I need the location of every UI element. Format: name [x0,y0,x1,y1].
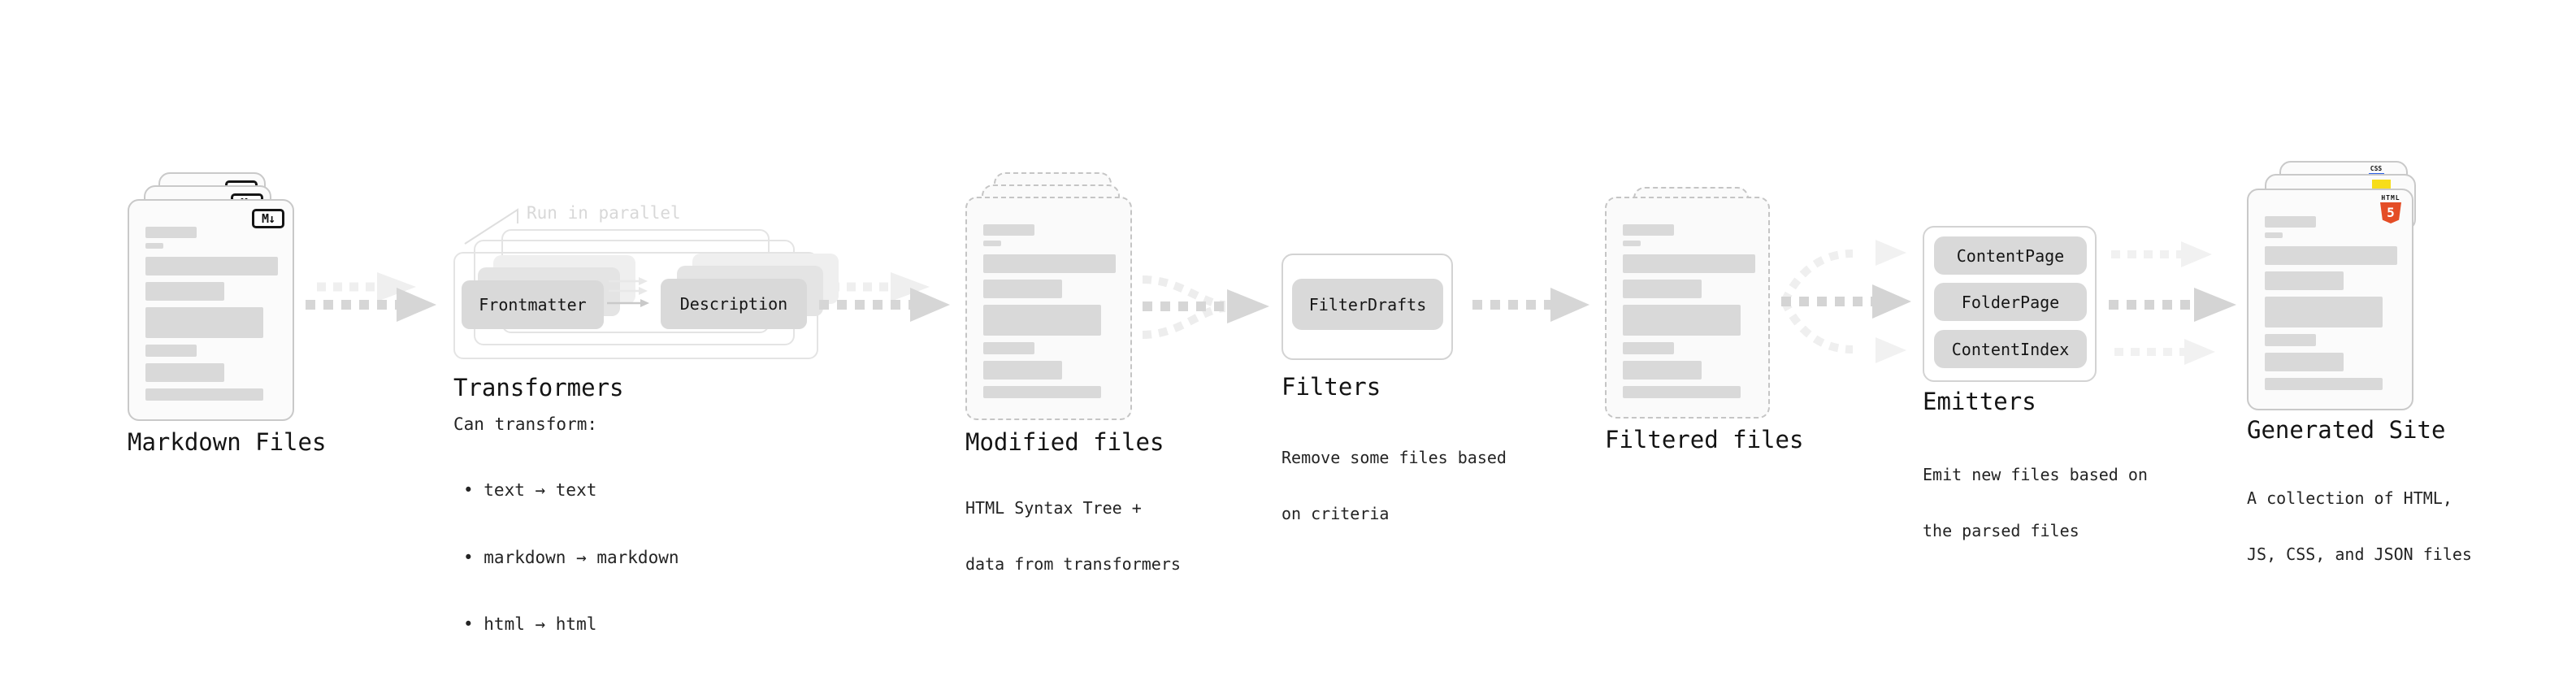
run-in-parallel-annotation: Run in parallel [527,203,681,223]
flow-arrow-filters-to-filtered [1472,288,1589,322]
doc-line [145,282,224,301]
markdown-icon-label: M↓ [261,211,275,226]
emitters-description: Emit new files based on the parsed files [1923,428,2148,578]
annotation-leader-line [464,208,518,245]
description-line: JS, CSS, and JSON files [2247,544,2472,564]
html5-icon-label: HTML [2381,194,2400,202]
flow-arrow-filtered-to-emitters [1780,240,1911,363]
modified-files-description: HTML Syntax Tree + data from transformer… [965,462,1181,611]
stage-label-filtered-files: Filtered files [1605,426,1804,453]
bullet-item: • markdown → markdown [463,547,679,567]
description-line: data from transformers [965,554,1181,574]
doc-line [983,224,1034,236]
doc-line [2265,232,2283,238]
flow-arrow-markdown-to-transformers [306,272,436,322]
doc-line [1623,280,1702,298]
contentindex-pill: ContentIndex [1934,330,2087,368]
markdown-icon: M↓ [252,209,284,228]
doc-line [983,386,1101,398]
frontmatter-pill: Frontmatter [462,280,604,329]
doc-line [2265,297,2383,327]
flow-arrow-transformers-to-modified [819,272,950,322]
doc-line [983,305,1101,336]
doc-line [145,345,197,357]
doc-line [1623,254,1755,273]
doc-line [145,363,224,382]
transformers-description: Can transform: [453,414,598,434]
description-line: Remove some files based [1281,448,1507,467]
css-icon-label: CSS [2370,165,2383,172]
markdown-file-card-front: M↓ [128,199,294,421]
description-line: the parsed files [1923,521,2079,540]
doc-line [983,254,1116,273]
description-line: A collection of HTML, [2247,488,2452,508]
doc-line [2265,271,2344,290]
html5-shield: 5 [2380,202,2401,223]
transformers-bullet-list: • text → text • markdown → markdown • ht… [463,435,679,681]
folderpage-pill: FolderPage [1934,283,2087,321]
doc-line [983,361,1062,380]
doc-line [983,342,1034,354]
stage-label-modified-files: Modified files [965,428,1164,456]
stage-label-generated-site: Generated Site [2247,416,2446,444]
stage-label-markdown-files: Markdown Files [128,428,327,456]
doc-line [145,227,197,238]
filters-description: Remove some files based on criteria [1281,411,1507,561]
stage-label-transformers: Transformers [453,374,624,401]
doc-line [1623,224,1674,236]
site-file-card-html: HTML 5 [2247,189,2413,410]
doc-line [2265,216,2316,228]
doc-line [145,388,263,401]
doc-line [2265,246,2397,265]
filtered-file-card-front [1605,197,1770,419]
doc-line [1623,241,1641,246]
doc-line [145,307,263,338]
stage-label-filters: Filters [1281,373,1381,401]
contentpage-pill: ContentPage [1934,236,2087,275]
doc-line [1623,305,1741,336]
filters-box [1281,254,1453,360]
stage-label-emitters: Emitters [1923,388,2036,415]
html5-icon: HTML 5 [2380,194,2401,223]
doc-line [1623,386,1741,398]
filterdrafts-pill: FilterDrafts [1292,279,1443,330]
emitters-box [1923,226,2097,382]
doc-line [1623,342,1674,354]
doc-line [2265,353,2344,371]
doc-line [145,257,278,275]
doc-line [1623,361,1702,380]
html5-number: 5 [2387,205,2395,220]
flow-arrow-emitters-to-site [2109,241,2236,365]
bullet-item: • html → html [463,614,597,634]
description-line: on criteria [1281,504,1390,523]
description-pill: Description [661,279,807,329]
js-file-icon [2372,180,2391,191]
bullet-item: • text → text [463,480,597,500]
pill-link-arrows [607,277,649,307]
doc-line [983,280,1062,298]
flow-arrow-modified-to-filters [1142,275,1269,339]
description-line: HTML Syntax Tree + [965,498,1142,518]
description-line: Emit new files based on [1923,465,2148,484]
doc-line [2265,378,2383,390]
modified-file-card-front [965,197,1132,420]
doc-line [145,243,163,249]
doc-line [983,241,1001,246]
doc-line [2265,334,2316,346]
site-description: A collection of HTML, JS, CSS, and JSON … [2247,452,2472,601]
